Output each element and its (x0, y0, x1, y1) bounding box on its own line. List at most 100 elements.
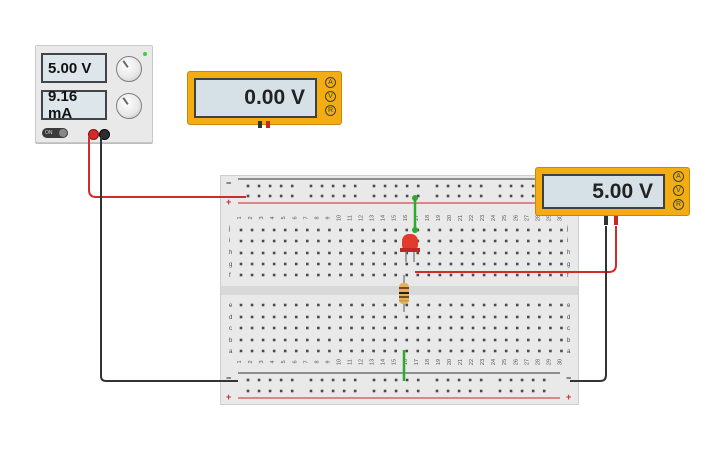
breadboard-hole[interactable] (250, 228, 254, 232)
breadboard-hole[interactable] (493, 349, 497, 353)
breadboard-hole[interactable] (438, 251, 442, 255)
breadboard-hole[interactable] (482, 228, 486, 232)
current-knob[interactable] (116, 93, 142, 119)
breadboard-hole[interactable] (449, 239, 453, 243)
breadboard-hole[interactable] (560, 228, 563, 232)
breadboard-hole[interactable] (427, 315, 431, 319)
breadboard-hole[interactable] (493, 315, 497, 319)
breadboard-hole[interactable] (504, 262, 508, 266)
breadboard-hole[interactable] (427, 326, 431, 330)
breadboard-hole[interactable] (257, 184, 261, 188)
breadboard-hole[interactable] (471, 349, 475, 353)
breadboard-hole[interactable] (317, 338, 320, 342)
breadboard-hole[interactable] (416, 389, 420, 393)
breadboard-hole[interactable] (350, 228, 353, 232)
multimeter-left[interactable]: 0.00 V A V R (187, 71, 342, 125)
breadboard-hole[interactable] (405, 228, 409, 232)
breadboard-hole[interactable] (239, 251, 243, 255)
breadboard-hole[interactable] (372, 262, 375, 266)
breadboard-hole[interactable] (460, 262, 464, 266)
breadboard-hole[interactable] (294, 228, 298, 232)
breadboard-hole[interactable] (361, 303, 364, 307)
breadboard-hole[interactable] (427, 303, 431, 307)
breadboard-hole[interactable] (383, 194, 387, 198)
positive-terminal[interactable] (88, 129, 99, 140)
breadboard-hole[interactable] (515, 239, 519, 243)
breadboard-hole[interactable] (339, 338, 342, 342)
breadboard-hole[interactable] (468, 184, 472, 188)
breadboard-hole[interactable] (435, 184, 439, 188)
breadboard-hole[interactable] (493, 262, 497, 266)
breadboard-hole[interactable] (498, 389, 502, 393)
breadboard-hole[interactable] (405, 315, 409, 319)
breadboard-hole[interactable] (239, 273, 243, 277)
breadboard-hole[interactable] (438, 228, 442, 232)
breadboard-hole[interactable] (549, 251, 552, 255)
breadboard-hole[interactable] (383, 338, 386, 342)
red-wire-psu-positive[interactable] (88, 137, 246, 198)
breadboard-hole[interactable] (317, 262, 320, 266)
breadboard-hole[interactable] (317, 251, 320, 255)
breadboard-hole[interactable] (372, 228, 375, 232)
breadboard-hole[interactable] (372, 338, 375, 342)
breadboard-hole[interactable] (468, 378, 472, 382)
breadboard-hole[interactable] (460, 239, 464, 243)
breadboard-hole[interactable] (515, 251, 519, 255)
breadboard-hole[interactable] (283, 239, 287, 243)
breadboard-hole[interactable] (427, 239, 431, 243)
breadboard-hole[interactable] (294, 251, 298, 255)
breadboard-hole[interactable] (272, 228, 276, 232)
breadboard-hole[interactable] (446, 184, 450, 188)
breadboard-hole[interactable] (353, 194, 357, 198)
breadboard-hole[interactable] (449, 349, 453, 353)
breadboard-hole[interactable] (493, 251, 497, 255)
breadboard-hole[interactable] (509, 389, 513, 393)
breadboard-hole[interactable] (239, 338, 243, 342)
breadboard-hole[interactable] (468, 194, 472, 198)
breadboard-hole[interactable] (538, 262, 541, 266)
breadboard-hole[interactable] (498, 184, 502, 188)
breadboard-hole[interactable] (306, 262, 309, 266)
breadboard-hole[interactable] (272, 303, 276, 307)
breadboard-hole[interactable] (460, 251, 464, 255)
breadboard-hole[interactable] (268, 194, 272, 198)
breadboard-hole[interactable] (515, 338, 519, 342)
breadboard-hole[interactable] (383, 303, 386, 307)
breadboard-hole[interactable] (309, 184, 313, 188)
breadboard-hole[interactable] (482, 349, 486, 353)
breadboard-hole[interactable] (306, 239, 309, 243)
breadboard-hole[interactable] (394, 349, 397, 353)
breadboard-hole[interactable] (394, 239, 397, 243)
breadboard-hole[interactable] (527, 349, 530, 353)
breadboard-hole[interactable] (498, 194, 502, 198)
breadboard-hole[interactable] (560, 262, 563, 266)
breadboard-hole[interactable] (361, 349, 364, 353)
breadboard-hole[interactable] (279, 194, 283, 198)
breadboard-hole[interactable] (394, 194, 398, 198)
breadboard-hole[interactable] (250, 303, 254, 307)
breadboard-hole[interactable] (520, 378, 524, 382)
multimeter-left-probes[interactable] (258, 121, 270, 128)
breadboard-hole[interactable] (538, 326, 541, 330)
breadboard-hole[interactable] (246, 378, 250, 382)
breadboard-hole[interactable] (449, 251, 453, 255)
breadboard-hole[interactable] (460, 303, 464, 307)
breadboard-hole[interactable] (353, 184, 357, 188)
breadboard-hole[interactable] (306, 338, 309, 342)
breadboard-hole[interactable] (416, 315, 420, 319)
breadboard-hole[interactable] (446, 378, 450, 382)
breadboard-hole[interactable] (549, 303, 552, 307)
breadboard-hole[interactable] (394, 338, 397, 342)
breadboard-hole[interactable] (361, 262, 364, 266)
breadboard-hole[interactable] (328, 239, 331, 243)
voltage-knob[interactable] (116, 56, 142, 82)
breadboard-hole[interactable] (294, 273, 298, 277)
breadboard-hole[interactable] (272, 315, 276, 319)
breadboard-hole[interactable] (250, 239, 254, 243)
breadboard-hole[interactable] (482, 239, 486, 243)
breadboard-hole[interactable] (509, 194, 513, 198)
breadboard-hole[interactable] (427, 338, 431, 342)
voltmeter-mode-button-right[interactable]: V (673, 185, 684, 196)
breadboard-hole[interactable] (261, 251, 265, 255)
breadboard-hole[interactable] (504, 273, 508, 277)
